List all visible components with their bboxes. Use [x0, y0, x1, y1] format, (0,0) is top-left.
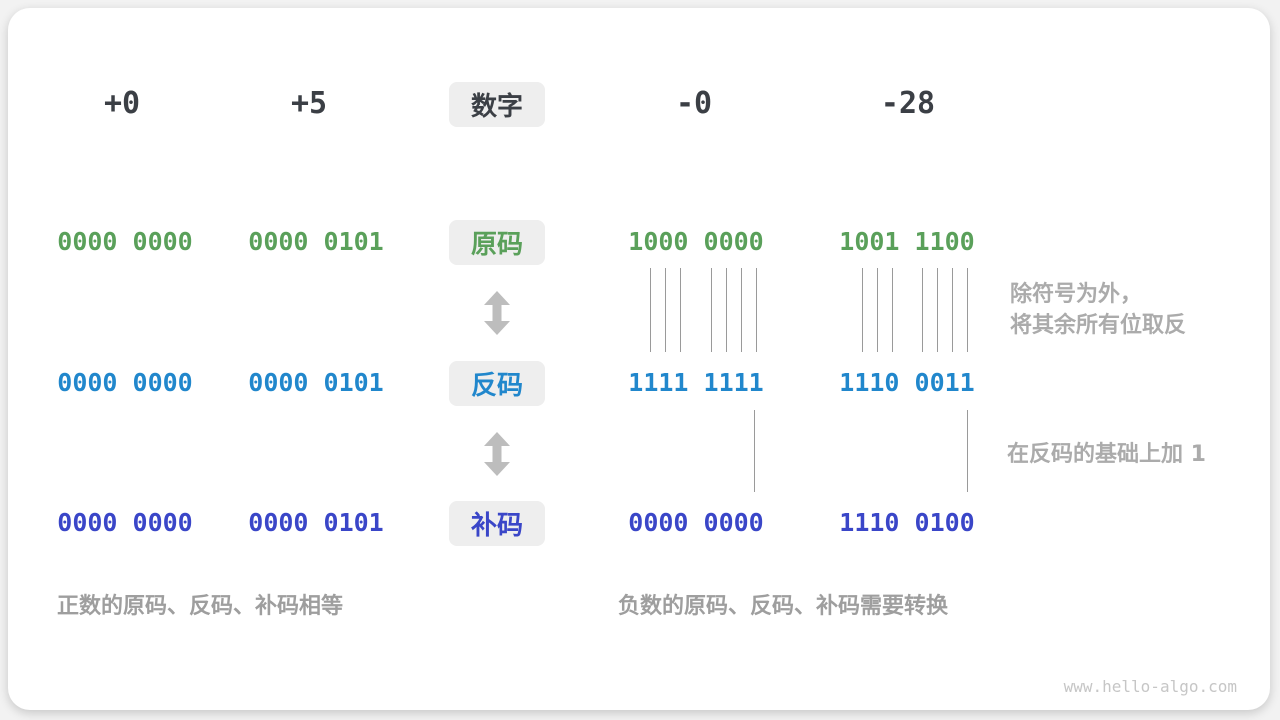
bit-connector-line: [967, 268, 968, 352]
annotation-invert-line2: 将其余所有位取反: [1010, 313, 1187, 338]
column-header-minus0: -0: [675, 86, 713, 121]
annotation-invert-line1: 除符号为外，: [1010, 282, 1143, 307]
bit-connector-line: [665, 268, 666, 352]
bit-connector-line: [754, 410, 755, 492]
bit-connector-line: [741, 268, 742, 352]
annotation-add-one: 在反码的基础上加 1: [1007, 442, 1206, 467]
bit-connector-line: [650, 268, 651, 352]
row-label-sign-magnitude: 原码: [449, 220, 545, 265]
binary-ones-complement-plus5: 0000 0101: [248, 368, 384, 397]
up-down-arrow-icon: [484, 291, 510, 335]
binary-sign-magnitude-minus28: 1001 1100: [839, 227, 975, 256]
binary-twos-complement-minus0: 0000 0000: [628, 508, 764, 537]
caption-negative-numbers: 负数的原码、反码、补码需要转换: [618, 594, 949, 619]
bit-connector-line: [680, 268, 681, 352]
binary-twos-complement-plus0: 0000 0000: [57, 508, 193, 537]
row-label-number: 数字: [449, 82, 545, 127]
binary-sign-magnitude-minus0: 1000 0000: [628, 227, 764, 256]
binary-twos-complement-minus28: 1110 0100: [839, 508, 975, 537]
up-down-arrow-icon: [484, 432, 510, 476]
bit-connector-line: [892, 268, 893, 352]
bit-connector-line: [862, 268, 863, 352]
binary-sign-magnitude-plus5: 0000 0101: [248, 227, 384, 256]
binary-ones-complement-minus28: 1110 0011: [839, 368, 975, 397]
column-header-plus5: +5: [290, 86, 328, 121]
column-header-minus28: -28: [880, 86, 936, 121]
caption-positive-numbers: 正数的原码、反码、补码相等: [57, 594, 344, 619]
binary-ones-complement-minus0: 1111 1111: [628, 368, 764, 397]
bit-connector-line: [937, 268, 938, 352]
binary-twos-complement-plus5: 0000 0101: [248, 508, 384, 537]
bit-connector-line: [967, 410, 968, 492]
bit-connector-line: [952, 268, 953, 352]
column-header-plus0: +0: [103, 86, 141, 121]
annotation-invert-bits: 除符号为外， 将其余所有位取反: [1010, 279, 1186, 341]
diagram-card: [8, 8, 1270, 710]
bit-connector-line: [922, 268, 923, 352]
bit-connector-line: [711, 268, 712, 352]
watermark-url: www.hello-algo.com: [1063, 677, 1237, 696]
bit-connector-line: [726, 268, 727, 352]
bit-connector-line: [877, 268, 878, 352]
bit-connector-line: [756, 268, 757, 352]
binary-sign-magnitude-plus0: 0000 0000: [57, 227, 193, 256]
binary-ones-complement-plus0: 0000 0000: [57, 368, 193, 397]
row-label-twos-complement: 补码: [449, 501, 545, 546]
row-label-ones-complement: 反码: [449, 361, 545, 406]
